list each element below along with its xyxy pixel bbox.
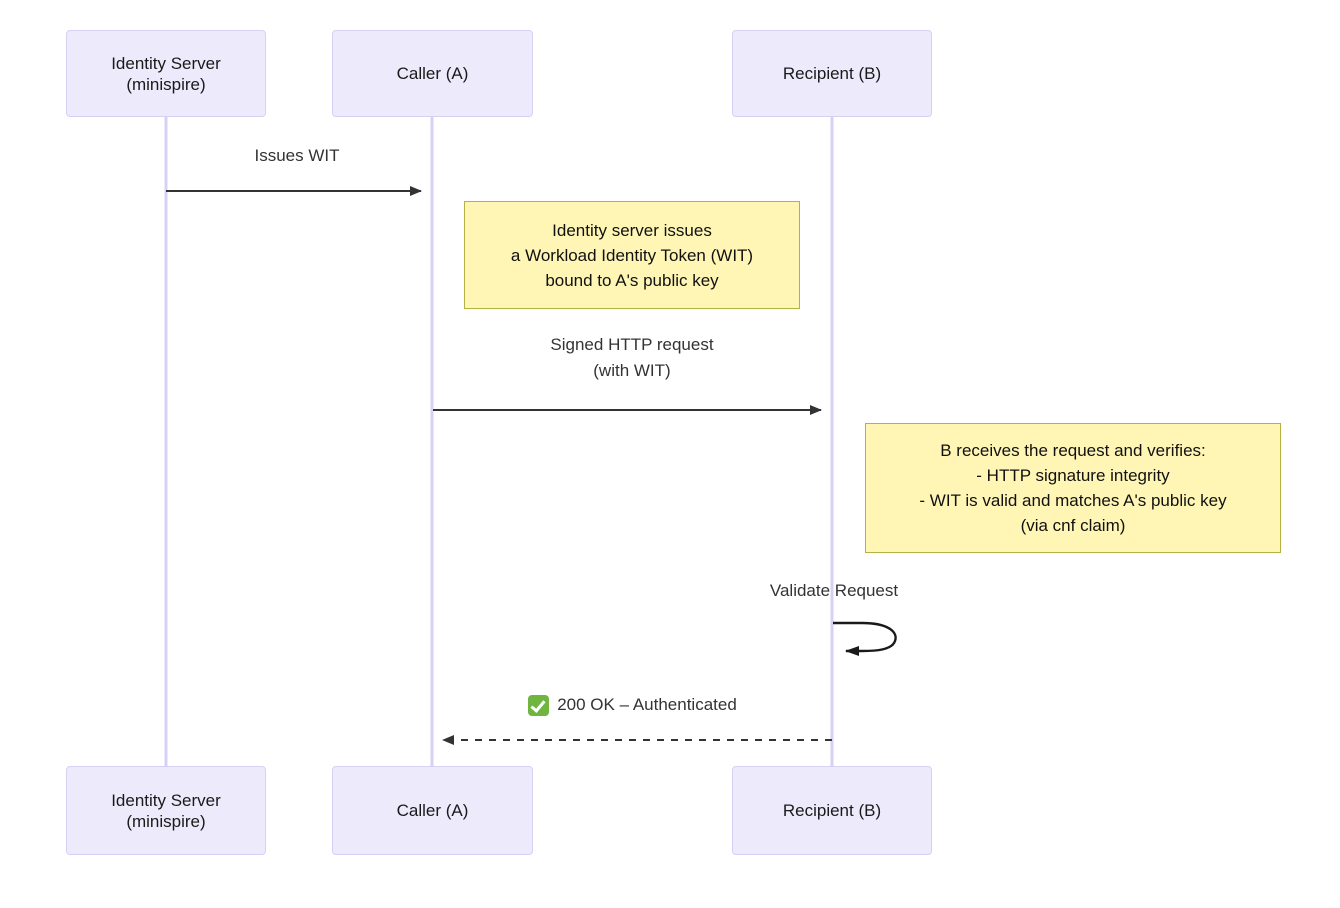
- participant-recipient-b-top[interactable]: Recipient (B): [732, 30, 932, 117]
- message-label-200-ok-authenticated: 200 OK – Authenticated: [433, 692, 832, 722]
- participant-identity-server-top[interactable]: Identity Server (minispire): [66, 30, 266, 117]
- participant-label: Identity Server (minispire): [111, 53, 221, 94]
- participant-label: Recipient (B): [782, 64, 882, 83]
- participant-label: Caller (A): [396, 801, 469, 820]
- note-text: B receives the request and verifies: - H…: [919, 441, 1227, 535]
- message-arrow-validate-request: [833, 621, 897, 656]
- participant-caller-a-top[interactable]: Caller (A): [332, 30, 533, 117]
- message-label-issues-wit: Issues WIT: [167, 143, 427, 173]
- note-text: Identity server issues a Workload Identi…: [510, 220, 754, 290]
- participant-label: Recipient (B): [782, 801, 882, 820]
- participant-identity-server-bottom[interactable]: Identity Server (minispire): [66, 766, 266, 855]
- message-label-text: Issues WIT: [254, 146, 340, 165]
- note-b-verifies: B receives the request and verifies: - H…: [865, 423, 1281, 553]
- message-label-text: Signed HTTP request (with WIT): [550, 335, 714, 380]
- message-label-content: 200 OK – Authenticated: [528, 692, 737, 718]
- message-label-signed-http-request: Signed HTTP request (with WIT): [433, 332, 831, 390]
- participant-caller-a-bottom[interactable]: Caller (A): [332, 766, 533, 855]
- message-label-validate-request: Validate Request: [700, 578, 968, 608]
- participant-label: Caller (A): [396, 64, 469, 83]
- participant-recipient-b-bottom[interactable]: Recipient (B): [732, 766, 932, 855]
- participant-label: Identity Server (minispire): [111, 790, 221, 831]
- note-wit-issued: Identity server issues a Workload Identi…: [464, 201, 800, 309]
- message-label-text: 200 OK – Authenticated: [557, 695, 737, 714]
- message-label-text: Validate Request: [769, 581, 899, 600]
- white-heavy-check-mark-icon: [528, 694, 550, 716]
